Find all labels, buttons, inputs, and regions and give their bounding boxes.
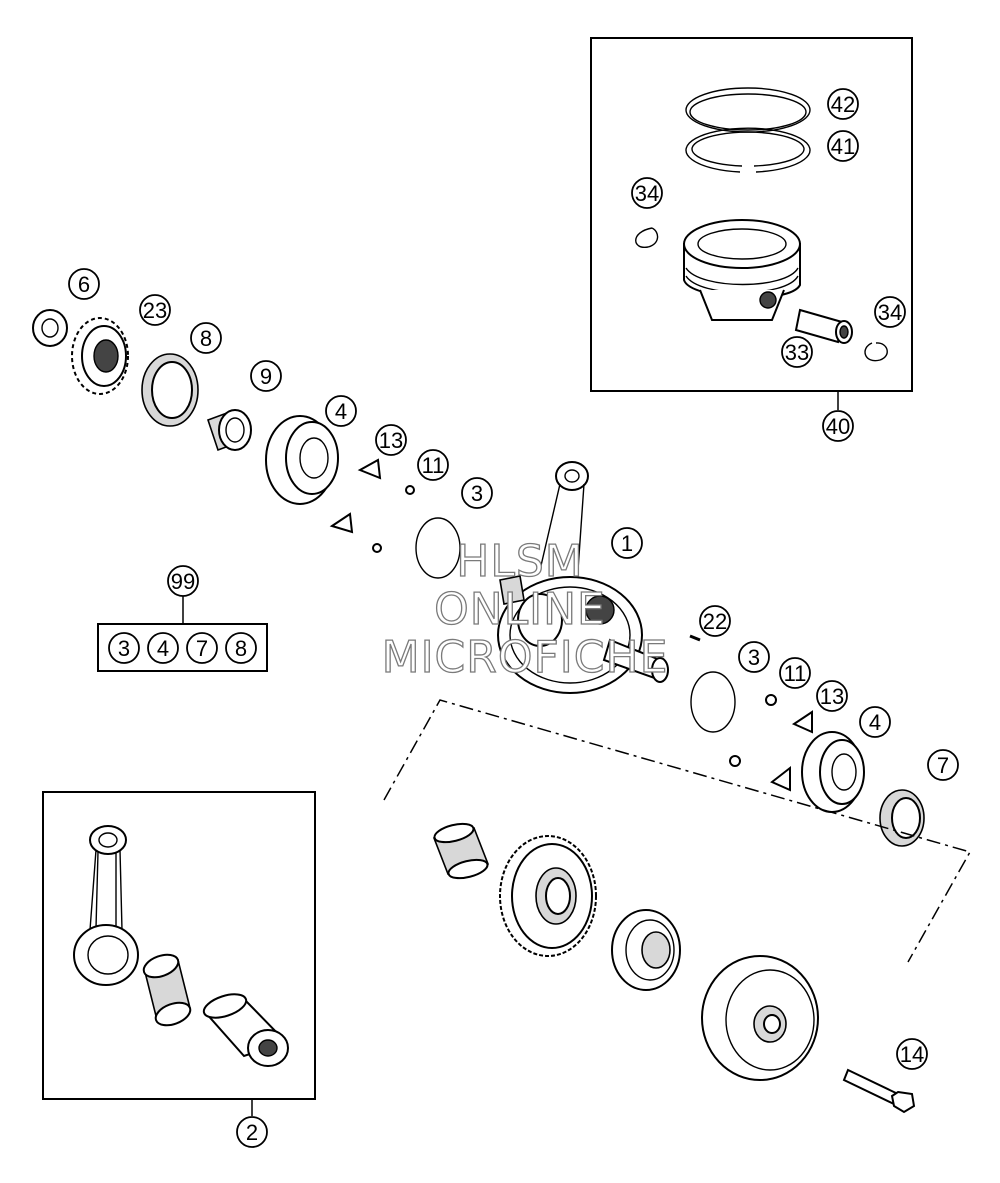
kit-99-item-label: 8 [235, 636, 247, 661]
ball-bearing-left [265, 415, 339, 505]
callout-c33: 33 [781, 336, 813, 368]
kit-99-item: 3 [108, 632, 140, 664]
piston-pin [794, 308, 853, 344]
callout-label: 7 [937, 753, 949, 778]
callout-c22: 22 [699, 605, 731, 637]
conrod-kit-group [42, 791, 316, 1116]
callout-c3a: 3 [461, 477, 493, 509]
callout-label: 23 [143, 298, 167, 323]
clip-plates-left [329, 458, 415, 553]
oil-seal [879, 789, 925, 847]
connecting-rod-spare [73, 825, 139, 986]
watermark: HLSM ONLINE MICROFICHE [381, 535, 669, 683]
callout-c9: 9 [250, 360, 282, 392]
callout-label: 4 [335, 399, 347, 424]
callout-c23: 23 [139, 294, 171, 326]
callout-label: 6 [78, 272, 90, 297]
piston-kit-box [590, 37, 913, 392]
watermark-line-1: HLSM [456, 536, 584, 587]
callout-label: 34 [635, 181, 659, 206]
callout-label: 3 [748, 645, 760, 670]
callout-c1: 1 [611, 527, 643, 559]
callout-label: 42 [831, 92, 855, 117]
callout-c7: 7 [927, 749, 959, 781]
callout-c11b: 11 [779, 657, 811, 689]
circlip-left [635, 227, 659, 248]
nut [32, 309, 68, 347]
callout-c2: 2 [236, 1116, 268, 1148]
left-shaft-parts [32, 309, 461, 579]
callout-label: 34 [878, 300, 902, 325]
starter-gear [499, 835, 597, 957]
watermark-line-3: MICROFICHE [382, 632, 669, 683]
kit-99-item: 8 [225, 632, 257, 664]
circlip-right [864, 342, 888, 362]
conrod-kit-box [42, 791, 316, 1100]
shim-right [690, 671, 736, 733]
callout-label: 4 [869, 710, 881, 735]
flywheel [701, 955, 819, 1081]
callout-c34a: 34 [631, 177, 663, 209]
right-shaft-parts [690, 671, 925, 847]
callout-c11a: 11 [417, 449, 449, 481]
shim-left [415, 517, 461, 579]
freewheel [611, 909, 681, 991]
callout-c6: 6 [68, 268, 100, 300]
callout-c34b: 34 [874, 296, 906, 328]
needle-bearing [432, 822, 490, 880]
callout-c41: 41 [827, 130, 859, 162]
callout-c42: 42 [827, 88, 859, 120]
conrod-bearing [142, 953, 192, 1027]
kit-99-item-label: 4 [157, 636, 169, 661]
gear [71, 317, 129, 395]
kit-99-item-label: 3 [118, 636, 130, 661]
piston [683, 219, 801, 321]
kit-99-item-label: 7 [196, 636, 208, 661]
callout-label: 22 [703, 609, 727, 634]
piston-ring-second [685, 127, 811, 173]
callout-c8: 8 [190, 322, 222, 354]
callout-c99: 99 [167, 565, 199, 597]
callout-label: 40 [826, 414, 850, 439]
crank-pin [202, 993, 289, 1067]
callout-label: 99 [171, 569, 195, 594]
kit-99-item: 4 [147, 632, 179, 664]
piston-ring-top [685, 87, 811, 133]
callout-c14: 14 [896, 1038, 928, 1070]
kit-99-items: 3 4 7 8 [108, 632, 257, 664]
ball-bearing-right [801, 731, 865, 813]
callout-label: 13 [820, 684, 844, 709]
callout-label: 3 [471, 481, 483, 506]
callout-c4a: 4 [325, 395, 357, 427]
callout-label: 14 [900, 1042, 924, 1067]
callout-label: 41 [831, 134, 855, 159]
callout-label: 8 [200, 326, 212, 351]
callout-label: 2 [246, 1120, 258, 1145]
callout-c4b: 4 [859, 706, 891, 738]
callout-c40: 40 [822, 410, 854, 442]
starter-group [383, 699, 972, 1114]
callout-c13b: 13 [816, 680, 848, 712]
callout-label: 11 [784, 661, 807, 686]
callout-label: 11 [422, 453, 445, 478]
flywheel-bolt [842, 1068, 916, 1114]
crankshaft [497, 461, 701, 694]
callout-label: 33 [785, 340, 809, 365]
kit-99-item: 7 [186, 632, 218, 664]
callout-label: 13 [379, 428, 403, 453]
piston-kit-group [590, 37, 913, 410]
watermark-line-2: ONLINE [434, 584, 606, 635]
callout-c3b: 3 [738, 641, 770, 673]
callout-label: 9 [260, 364, 272, 389]
spacer-bushing [206, 408, 252, 452]
callout-c13a: 13 [375, 424, 407, 456]
callout-label: 1 [621, 531, 633, 556]
seal-ring [141, 353, 199, 427]
